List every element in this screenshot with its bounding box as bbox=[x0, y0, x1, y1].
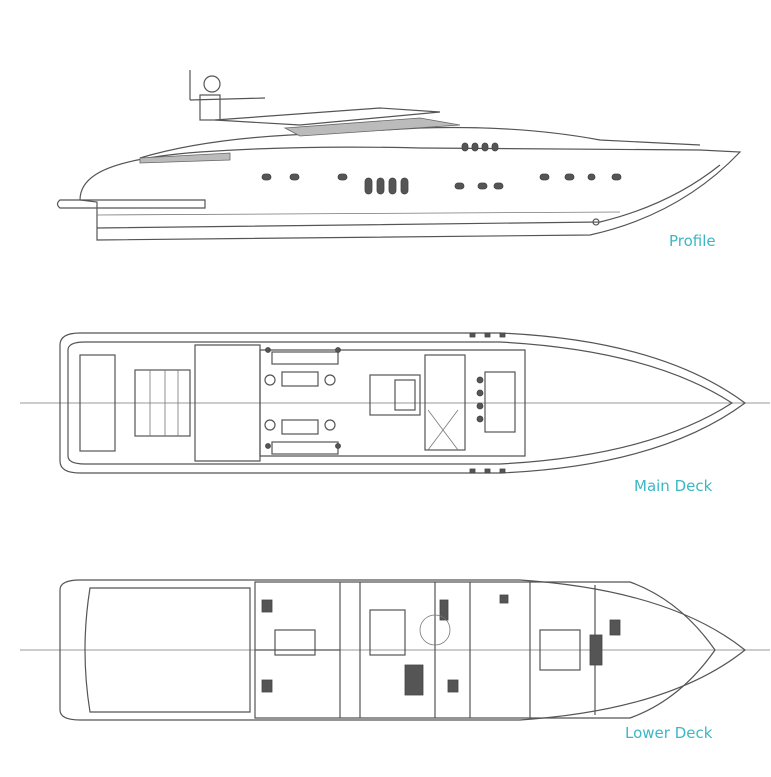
main-deck-plan bbox=[20, 332, 770, 474]
lower-deck-plan bbox=[20, 579, 770, 721]
profile-view bbox=[56, 70, 742, 241]
lower-deck-label: Lower Deck bbox=[625, 724, 713, 742]
profile-label: Profile bbox=[669, 232, 716, 250]
main-deck-label: Main Deck bbox=[634, 477, 713, 495]
